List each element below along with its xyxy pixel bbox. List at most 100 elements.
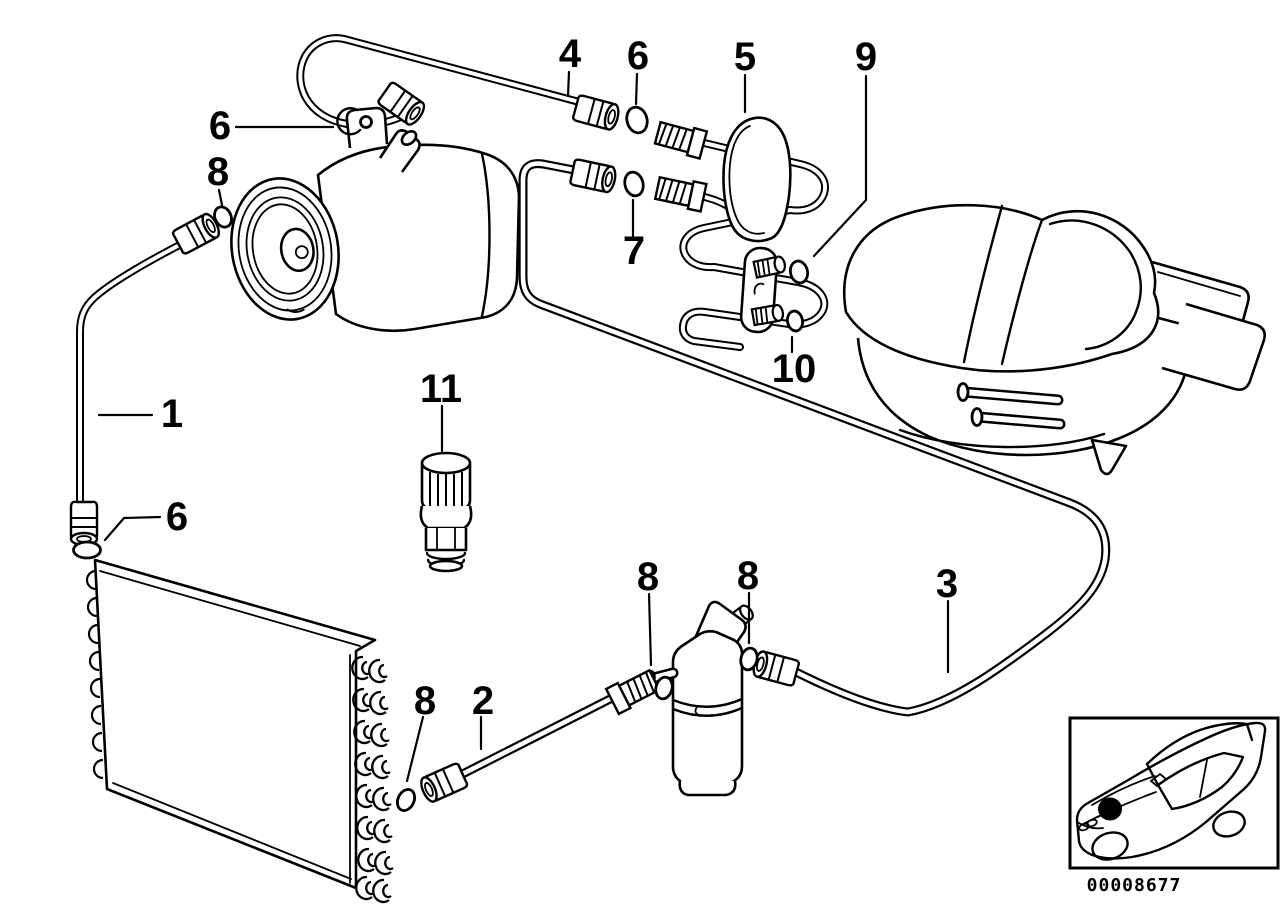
- o-ring-8-compressor: [213, 205, 233, 229]
- drier-collar: [671, 697, 744, 717]
- valve-hex: [424, 528, 468, 552]
- callout-9: 9: [812, 35, 877, 258]
- callout-label-6[interactable]: 6: [627, 34, 649, 78]
- panel-inner-line: [1157, 271, 1241, 297]
- callout-8-pipe2: 8: [405, 679, 436, 783]
- callout-label-6c[interactable]: 6: [166, 495, 188, 539]
- service-valve: [419, 451, 473, 573]
- housing-bottom-seam: [898, 428, 1106, 449]
- rear-wheel: [1212, 810, 1246, 838]
- callout-label-7[interactable]: 7: [623, 229, 645, 273]
- leader-line: [647, 592, 653, 667]
- callout-8-drier-left: 8: [637, 555, 659, 667]
- o-ring-8-drier-left: [654, 675, 674, 701]
- leader-line: [634, 72, 639, 106]
- o-ring-6-condenser: [72, 540, 102, 560]
- top-port-cap: [400, 130, 418, 146]
- callout-label-9[interactable]: 9: [855, 35, 877, 79]
- callout-label-8d[interactable]: 8: [737, 554, 759, 598]
- receiver-drier: [642, 600, 757, 797]
- o-ring-7: [623, 170, 645, 198]
- diagram-part-number: 00008677: [1087, 875, 1182, 896]
- o-ring-10-lower: [786, 309, 804, 333]
- o-rings: [72, 105, 759, 812]
- valve-thread-base: [428, 559, 464, 573]
- callout-6-compressor: 6: [209, 104, 335, 148]
- coil-plate: [722, 116, 792, 243]
- leader-line: [405, 715, 425, 783]
- condenser-tube-loops: [351, 655, 395, 904]
- callout-label-4[interactable]: 4: [559, 32, 582, 76]
- side-mirror: [1149, 772, 1168, 788]
- callout-8-compressor: 8: [207, 150, 229, 207]
- callout-5: 5: [734, 35, 756, 114]
- o-ring-10-upper: [788, 259, 810, 285]
- lug-bolt-hole: [359, 115, 373, 129]
- double-pipe-coil: [678, 116, 829, 351]
- callout-label-2[interactable]: 2: [472, 679, 494, 723]
- o-ring-8-drier-right: [739, 646, 759, 672]
- drier-base-cap: [678, 779, 737, 797]
- compressor-pulley: [230, 177, 340, 321]
- o-ring-6-top: [625, 105, 649, 135]
- valve-cap-top: [420, 451, 472, 475]
- stud-pipe2-drier: [604, 666, 662, 716]
- housing-pillow: [843, 203, 1160, 373]
- leader-line: [217, 188, 224, 207]
- callout-label-3[interactable]: 3: [936, 562, 958, 606]
- callout-1: 1: [97, 392, 183, 436]
- pillow-dome-inner: [1048, 219, 1142, 351]
- front-wheel: [1091, 831, 1129, 861]
- stub-1-open-end: [956, 382, 970, 402]
- callout-4: 4: [559, 32, 582, 98]
- evaporator-housing: [843, 203, 1266, 476]
- callout-8-drier-right: 8: [737, 554, 759, 645]
- callouts: 1 2 3 4 5 6 6 6: [97, 32, 958, 783]
- valve-bulge: [419, 505, 473, 530]
- nut-pipe4: [571, 93, 622, 133]
- condenser-top-inner-line: [99, 570, 361, 647]
- leader-line: [566, 70, 571, 98]
- callout-10: 10: [772, 335, 817, 391]
- condenser: [85, 558, 395, 904]
- drain-funnel: [1090, 438, 1128, 476]
- nut-pipe1-condenser: [69, 500, 99, 547]
- stub-2-open-end: [970, 407, 984, 427]
- leader-line: [812, 74, 868, 258]
- pillow-seam-2: [1000, 218, 1044, 366]
- coil-plate-inner: [728, 125, 765, 235]
- stud-upper-connection: [652, 118, 709, 160]
- valve-knurling: [429, 472, 463, 508]
- callout-label-8b[interactable]: 8: [414, 679, 436, 723]
- leader-line: [103, 515, 162, 542]
- callout-6-condenser: 6: [103, 495, 188, 542]
- compressor: [230, 106, 521, 333]
- callout-3: 3: [936, 562, 958, 674]
- callout-label-8a[interactable]: 8: [207, 150, 229, 194]
- inset-border: [1068, 716, 1280, 870]
- callout-label-10[interactable]: 10: [772, 347, 817, 391]
- nut-pipe2-condenser: [416, 761, 470, 805]
- compressor-body-seam: [480, 152, 491, 318]
- callout-label-8c[interactable]: 8: [637, 555, 659, 599]
- housing-side-panel-lower: [1161, 302, 1266, 391]
- callout-label-1[interactable]: 1: [161, 392, 183, 436]
- callout-7: 7: [623, 198, 645, 273]
- callout-11: 11: [420, 367, 462, 453]
- stud-lower-connection: [653, 173, 708, 213]
- callout-label-11[interactable]: 11: [420, 367, 462, 411]
- pipe-3-suction-line: [518, 159, 1111, 717]
- drier-body: [671, 630, 744, 789]
- nut-lower-hose: [568, 157, 619, 195]
- car-location-inset: 00008677: [1068, 716, 1280, 896]
- drier-collar-hook: [694, 705, 701, 717]
- callout-label-6b[interactable]: 6: [209, 104, 231, 148]
- snap-ring-6: [336, 107, 362, 136]
- car-silhouette: [1075, 721, 1267, 861]
- callout-label-5[interactable]: 5: [734, 35, 756, 79]
- location-marker-dot: [1098, 797, 1122, 821]
- threaded-fittings: [604, 118, 709, 716]
- callout-2: 2: [472, 679, 494, 751]
